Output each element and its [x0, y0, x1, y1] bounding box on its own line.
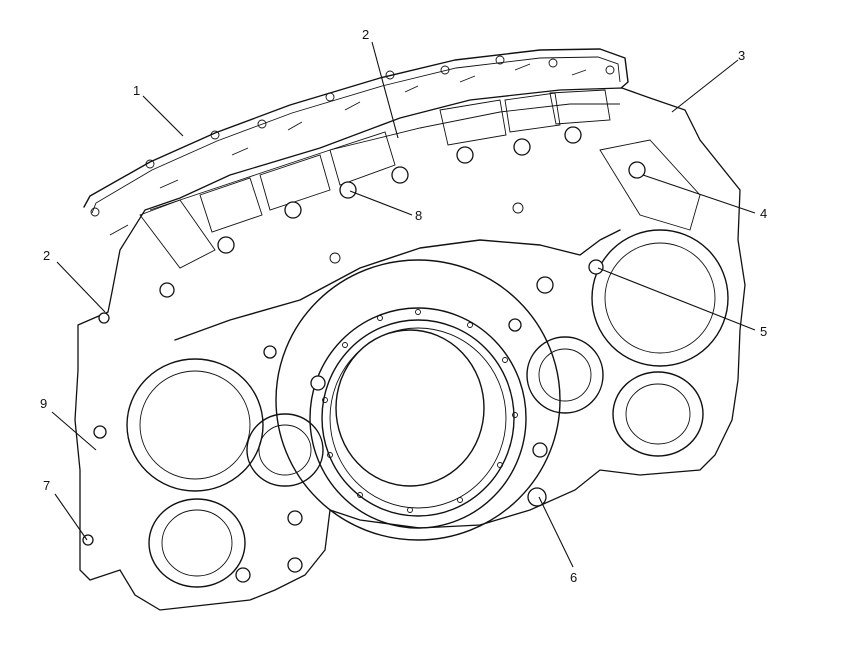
callout-2-left: 2: [43, 248, 50, 263]
bolt-holes: [322, 202, 524, 513]
top-beams: [139, 89, 701, 269]
callout-1: 1: [133, 83, 140, 98]
bolts: [82, 126, 646, 583]
callout-2-top: 2: [362, 27, 369, 42]
callout-7: 7: [43, 478, 50, 493]
callout-4: 4: [760, 206, 767, 221]
callout-3: 3: [738, 48, 745, 63]
studs: [109, 63, 587, 236]
central-bore: [275, 259, 561, 541]
callouts: 1 2 2 3 4 5 6 7 8 9: [40, 27, 767, 585]
callout-5: 5: [760, 324, 767, 339]
callout-8: 8: [415, 208, 422, 223]
leader-lines: [51, 41, 756, 568]
housing-body: [74, 87, 746, 611]
left-openings: [126, 358, 324, 588]
right-openings: [526, 229, 729, 457]
top-gasket-flange: [83, 48, 629, 217]
callout-6: 6: [570, 570, 577, 585]
callout-9: 9: [40, 396, 47, 411]
